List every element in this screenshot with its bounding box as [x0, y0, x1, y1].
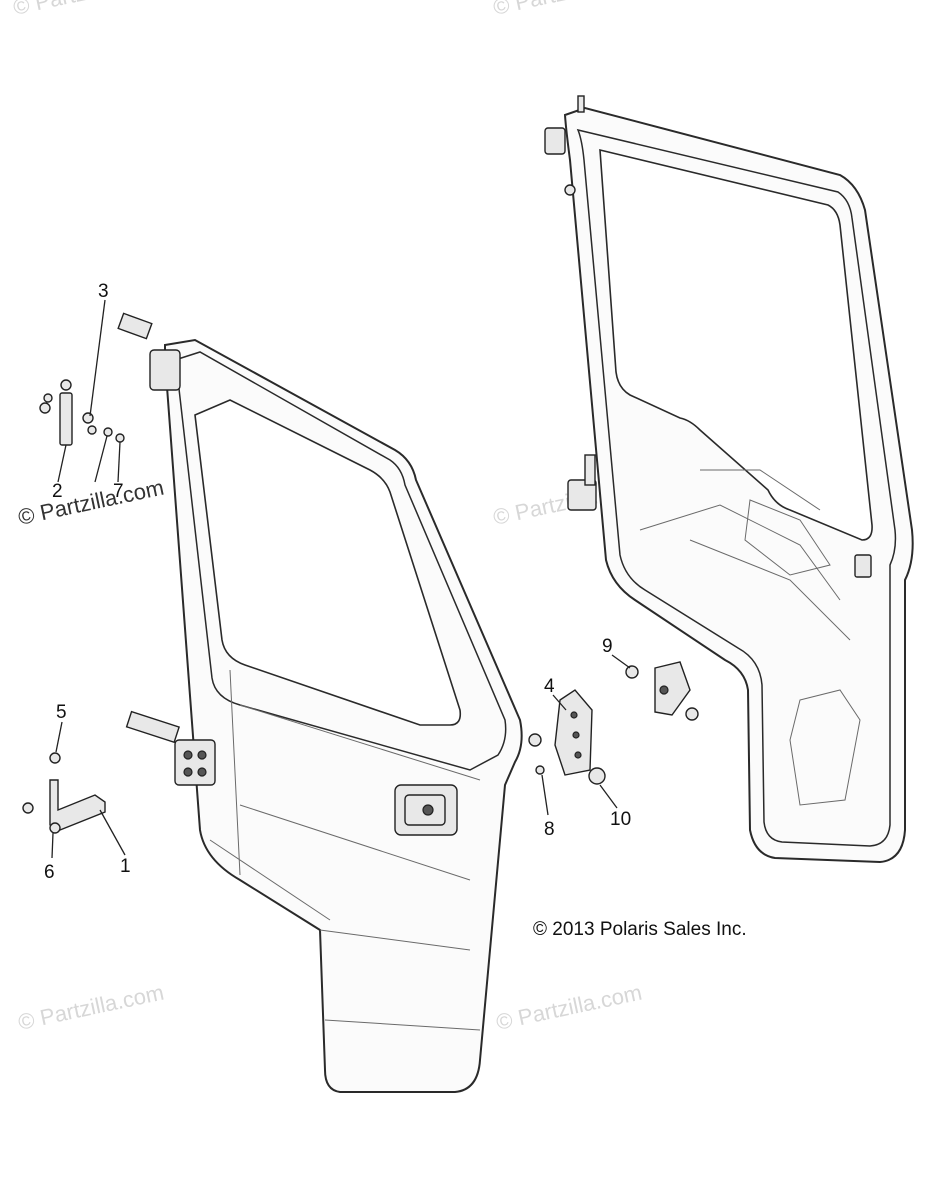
- left-door-upper-hinge-mount: [117, 312, 181, 391]
- leader-1: [99, 809, 126, 856]
- leader-4: [552, 694, 567, 711]
- left-door-panel-lines: [209, 669, 481, 1031]
- callout-9: 9: [602, 636, 613, 657]
- part-bolt-d: [528, 733, 542, 747]
- right-door-armrest: [744, 499, 831, 576]
- right-door-nut: [564, 184, 576, 196]
- watermark-bottom-left: © Partzilla.com: [16, 980, 166, 1035]
- callout-5: 5: [56, 702, 67, 723]
- leader-6: [51, 832, 54, 859]
- right-door-panel-detail: [639, 469, 861, 806]
- watermark-bottom-right: © Partzilla.com: [494, 980, 644, 1035]
- leader-3: [89, 299, 106, 417]
- callout-6: 6: [44, 862, 55, 883]
- callout-1: 1: [120, 856, 131, 877]
- part-bolt-e: [625, 665, 639, 679]
- part-7-washer-a: [103, 427, 113, 437]
- right-door-upper-hinge: [544, 95, 585, 155]
- part-9-nut: [685, 707, 699, 721]
- part-bolt-a: [39, 402, 51, 414]
- right-door-window: [599, 148, 873, 541]
- part-bolt-c: [22, 802, 34, 814]
- watermark-top-left: © Partzilla.com: [11, 0, 161, 20]
- leader-10: [599, 784, 618, 809]
- right-door-frame-inner: [576, 128, 897, 847]
- callout-labels: 3 2 7 5 1 6 4 8 10 9: [44, 281, 631, 883]
- part-6-bolt: [49, 822, 61, 834]
- right-door-lower-hinge: [567, 454, 597, 511]
- part-3-nut: [82, 412, 94, 424]
- left-door: [117, 312, 523, 1093]
- latch-parts: [528, 661, 699, 785]
- part-5-nut: [49, 752, 61, 764]
- leader-lines: [51, 299, 631, 859]
- callout-4: 4: [544, 676, 555, 697]
- part-3-nut-b: [87, 425, 97, 435]
- callout-10: 10: [610, 809, 631, 830]
- part-7-washer-b: [115, 433, 125, 443]
- leader-8: [541, 774, 549, 816]
- copyright-notice: © 2013 Polaris Sales Inc.: [533, 919, 747, 940]
- watermark-top-right: © Partzilla.com: [491, 0, 641, 20]
- upper-hinge-parts: [39, 379, 125, 446]
- callout-7: 7: [113, 481, 124, 502]
- leader-2: [57, 444, 67, 483]
- callout-3: 3: [98, 281, 109, 302]
- part-1-hinge: [49, 779, 106, 831]
- left-door-frame: [174, 351, 507, 771]
- left-door-handle: [394, 784, 458, 836]
- part-10-nut: [588, 767, 606, 785]
- leader-9: [611, 654, 631, 669]
- part-9-latch: [654, 661, 691, 716]
- part-8-clip: [535, 765, 545, 775]
- lower-hinge-parts: [22, 752, 106, 834]
- leader-7a: [94, 435, 108, 483]
- left-door-lower-hinge-mount: [125, 710, 216, 786]
- right-door: [544, 95, 914, 864]
- left-door-window: [194, 399, 462, 726]
- leader-7b: [117, 441, 121, 483]
- leader-5: [55, 721, 63, 753]
- part-bolt-b: [43, 393, 53, 403]
- right-door-latch-mount: [854, 554, 872, 578]
- callout-2: 2: [52, 481, 63, 502]
- part-nut-a: [60, 379, 72, 391]
- watermark-mid-left: © Partzilla.com: [16, 475, 166, 530]
- callout-8: 8: [544, 819, 555, 840]
- part-2-hinge: [59, 392, 73, 446]
